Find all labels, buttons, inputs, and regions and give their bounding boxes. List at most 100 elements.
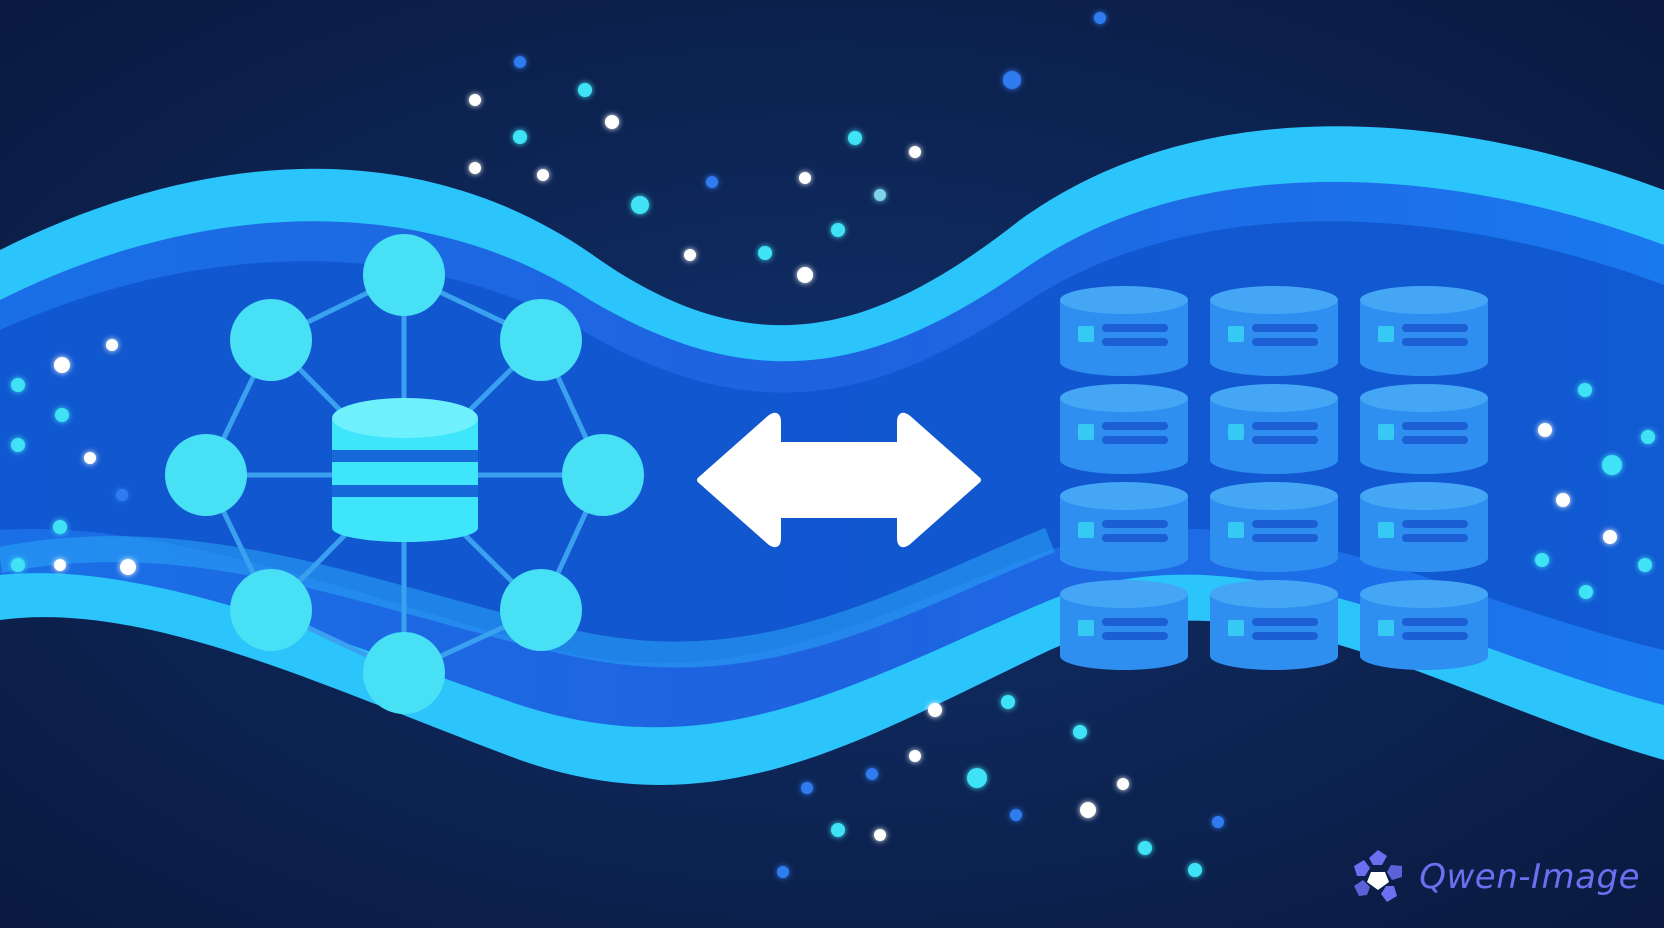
- particle: [11, 558, 25, 572]
- server-bottom: [1360, 446, 1488, 474]
- server-top: [1360, 286, 1488, 314]
- server-light: [1078, 424, 1094, 440]
- server-unit: [1360, 384, 1488, 474]
- particle: [120, 559, 136, 575]
- server-light: [1378, 620, 1394, 636]
- particle: [578, 83, 592, 97]
- server-unit: [1060, 286, 1188, 376]
- server-unit: [1360, 286, 1488, 376]
- particle: [53, 520, 67, 534]
- particle: [758, 246, 772, 260]
- network-node: [230, 299, 312, 381]
- server-bottom: [1210, 348, 1338, 376]
- server-bottom: [1060, 544, 1188, 572]
- particle: [55, 408, 69, 422]
- server-top: [1060, 482, 1188, 510]
- server-light: [1228, 620, 1244, 636]
- server-top: [1210, 482, 1338, 510]
- database-icon: [332, 398, 478, 542]
- particle: [469, 162, 481, 174]
- server-line: [1102, 632, 1168, 640]
- particle: [1094, 12, 1106, 24]
- database-bottom: [332, 514, 478, 542]
- server-line: [1252, 520, 1318, 528]
- server-light: [1078, 522, 1094, 538]
- particle: [1073, 725, 1087, 739]
- particle: [1080, 802, 1096, 818]
- server-unit: [1360, 580, 1488, 670]
- server-line: [1402, 534, 1468, 542]
- server-light: [1378, 424, 1394, 440]
- server-top: [1360, 580, 1488, 608]
- bidirectional-arrow-icon: [697, 412, 981, 548]
- particle: [684, 249, 696, 261]
- particle: [1579, 585, 1593, 599]
- particle: [1535, 553, 1549, 567]
- watermark-text: Qwen-Image: [1419, 857, 1640, 897]
- server-line: [1252, 436, 1318, 444]
- server-light: [1378, 522, 1394, 538]
- particle: [1638, 558, 1652, 572]
- server-light: [1378, 326, 1394, 342]
- server-light: [1228, 326, 1244, 342]
- server-line: [1402, 324, 1468, 332]
- server-top: [1210, 580, 1338, 608]
- server-line: [1252, 534, 1318, 542]
- particle: [116, 489, 128, 501]
- server-line: [1402, 618, 1468, 626]
- server-line: [1102, 436, 1168, 444]
- server-line: [1402, 632, 1468, 640]
- network-node: [230, 569, 312, 651]
- server-light: [1078, 620, 1094, 636]
- network-graph-icon: [165, 234, 644, 714]
- server-top: [1360, 482, 1488, 510]
- particle: [469, 94, 481, 106]
- particle: [928, 703, 942, 717]
- particle: [84, 452, 96, 464]
- particle: [874, 829, 886, 841]
- server-line: [1402, 338, 1468, 346]
- network-node: [165, 434, 247, 516]
- particle: [801, 782, 813, 794]
- network-node: [500, 299, 582, 381]
- network-node: [562, 434, 644, 516]
- server-line: [1102, 534, 1168, 542]
- server-bottom: [1360, 642, 1488, 670]
- server-unit: [1360, 482, 1488, 572]
- server-line: [1102, 422, 1168, 430]
- particle: [513, 130, 527, 144]
- server-line: [1252, 338, 1318, 346]
- particle: [537, 169, 549, 181]
- server-line: [1252, 618, 1318, 626]
- database-stripe: [332, 485, 478, 497]
- server-line: [1252, 632, 1318, 640]
- particle: [605, 115, 619, 129]
- network-node: [363, 234, 445, 316]
- particle: [1188, 863, 1202, 877]
- database-top: [332, 398, 478, 438]
- server-unit: [1210, 482, 1338, 572]
- server-line: [1252, 422, 1318, 430]
- server-bottom: [1360, 544, 1488, 572]
- server-line: [1102, 618, 1168, 626]
- server-unit: [1210, 384, 1338, 474]
- server-unit: [1060, 482, 1188, 572]
- server-top: [1060, 286, 1188, 314]
- particle: [1117, 778, 1129, 790]
- particle: [1578, 383, 1592, 397]
- particle: [797, 267, 813, 283]
- particle: [1556, 493, 1570, 507]
- server-bottom: [1210, 642, 1338, 670]
- particle: [831, 223, 845, 237]
- particle: [967, 768, 987, 788]
- database-stripe: [332, 450, 478, 462]
- particle: [1138, 841, 1152, 855]
- server-unit: [1060, 580, 1188, 670]
- particle: [1641, 430, 1655, 444]
- particle: [631, 196, 649, 214]
- particle: [777, 866, 789, 878]
- server-unit: [1060, 384, 1188, 474]
- network-node: [363, 632, 445, 714]
- qwen-logo-icon: [1354, 850, 1403, 902]
- server-bottom: [1360, 348, 1488, 376]
